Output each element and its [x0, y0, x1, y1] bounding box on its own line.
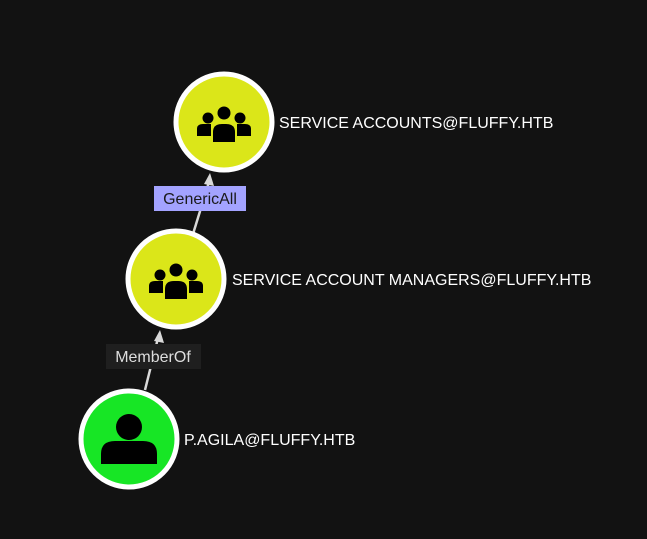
edge-genericall[interactable]: GenericAll: [154, 173, 246, 235]
edge-memberof[interactable]: MemberOf: [106, 330, 201, 391]
node-service-account-managers[interactable]: SERVICE ACCOUNT MANAGERS@FLUFFY.HTB: [125, 228, 591, 330]
edge-arrowhead-icon: [204, 173, 214, 186]
node-circle[interactable]: [173, 71, 275, 173]
node-service-accounts[interactable]: SERVICE ACCOUNTS@FLUFFY.HTB: [173, 71, 553, 173]
edge-label-memberof[interactable]: MemberOf: [115, 349, 191, 366]
node-label[interactable]: SERVICE ACCOUNT MANAGERS@FLUFFY.HTB: [232, 272, 591, 289]
node-label[interactable]: P.AGILA@FLUFFY.HTB: [184, 432, 355, 449]
node-label[interactable]: SERVICE ACCOUNTS@FLUFFY.HTB: [279, 115, 553, 132]
edge-label-bg: [106, 344, 201, 369]
node-circle[interactable]: [125, 228, 227, 330]
edge-arrowhead-icon: [154, 330, 164, 343]
edge-label-genericall[interactable]: GenericAll: [163, 191, 237, 208]
node-p-agila[interactable]: P.AGILA@FLUFFY.HTB: [78, 388, 355, 490]
edge-label-bg: [154, 186, 246, 211]
